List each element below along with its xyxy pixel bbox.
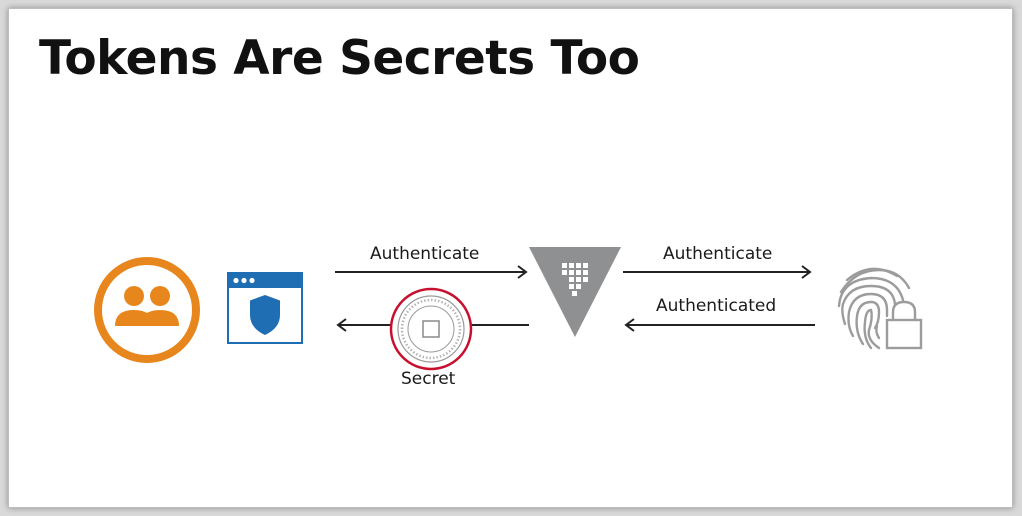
arrow-authenticated bbox=[624, 318, 815, 332]
browser-shield-icon bbox=[227, 272, 303, 344]
secret-token-icon bbox=[389, 287, 473, 371]
vault-icon bbox=[529, 247, 621, 337]
users-icon bbox=[94, 257, 200, 363]
slide-title: Tokens Are Secrets Too bbox=[39, 31, 640, 86]
arrow-authenticate-left bbox=[335, 265, 528, 279]
authenticate-label-left: Authenticate bbox=[370, 244, 480, 264]
arrow-authenticate-right bbox=[623, 265, 812, 279]
slide: Tokens Are Secrets Too Authenticate Sec bbox=[8, 8, 1013, 508]
authenticated-label: Authenticated bbox=[656, 296, 777, 316]
secret-label: Secret bbox=[401, 369, 456, 389]
fingerprint-lock-icon bbox=[837, 267, 923, 350]
authenticate-label-right: Authenticate bbox=[663, 244, 773, 264]
